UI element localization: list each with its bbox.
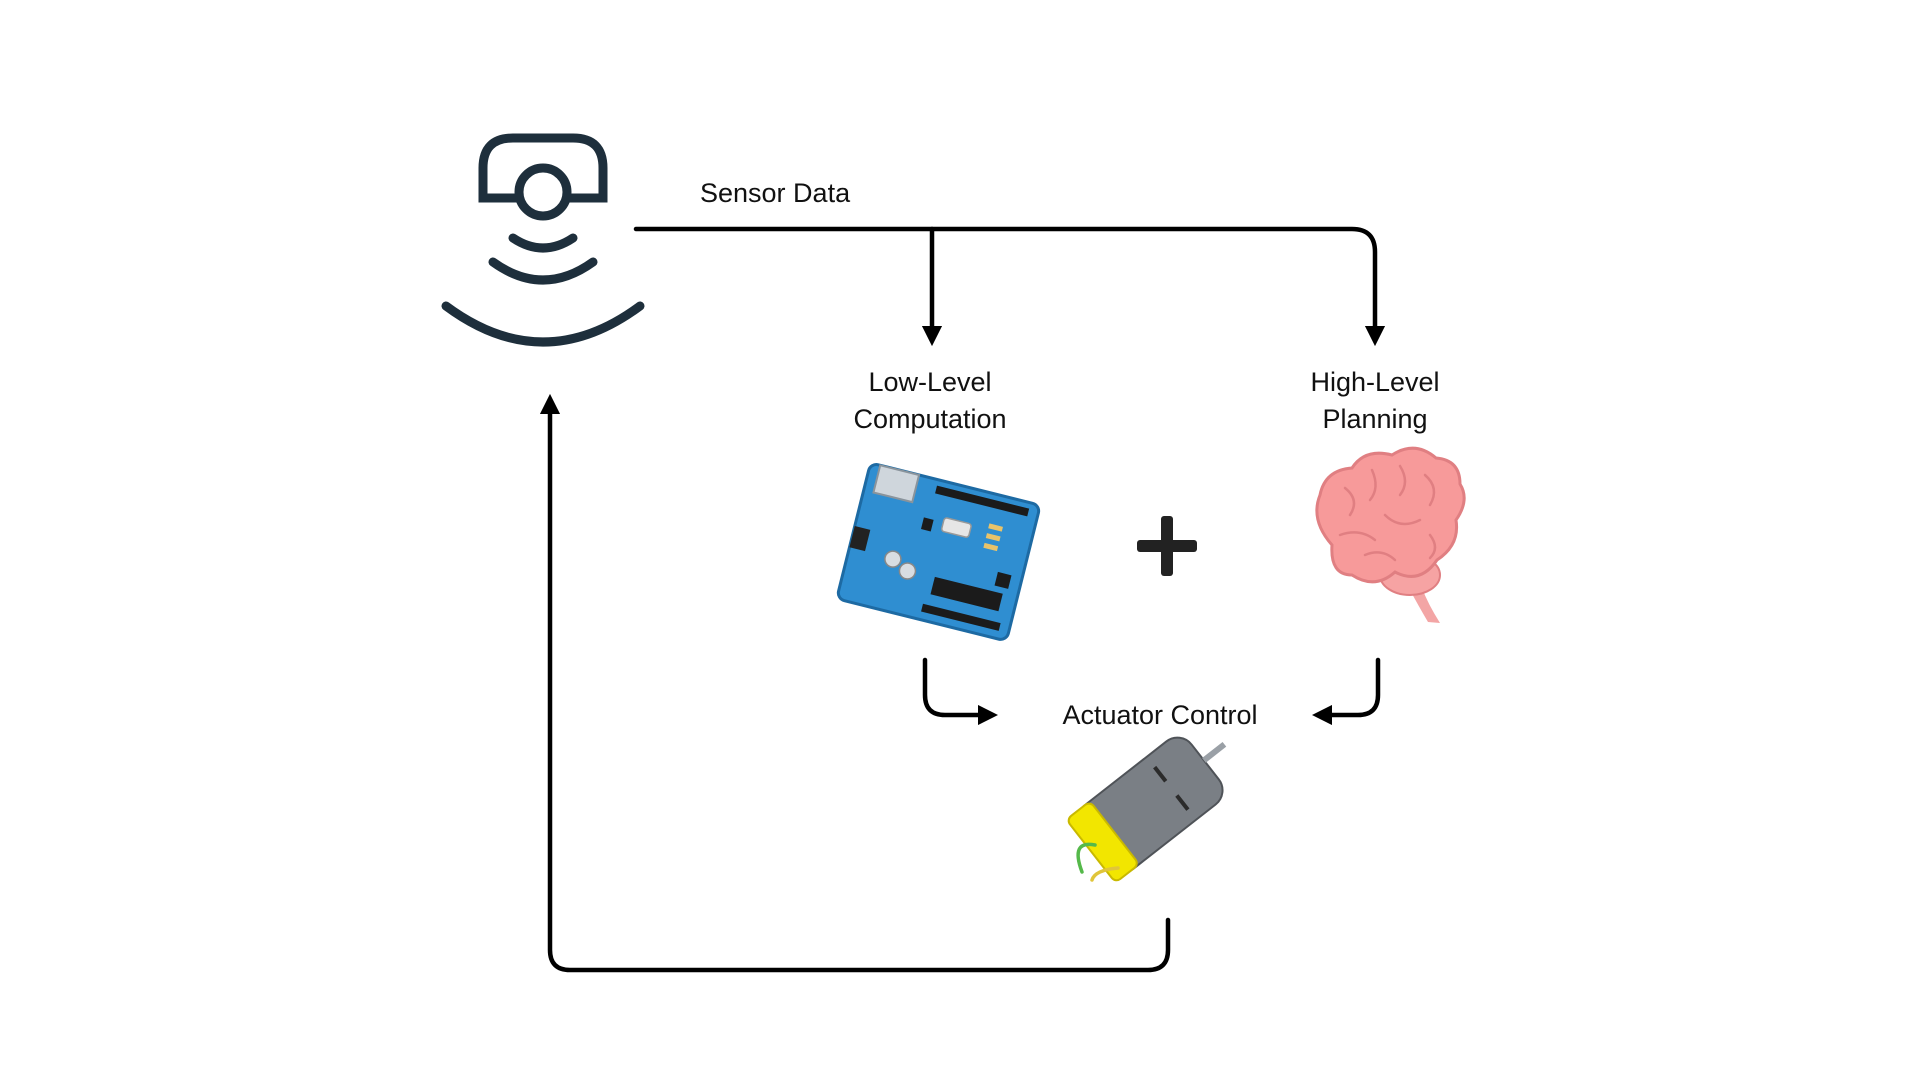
low-level-computation-label: Low-Level Computation	[820, 364, 1040, 438]
actuator-control-text: Actuator Control	[1062, 700, 1258, 730]
sensor-data-label: Sensor Data	[700, 175, 870, 212]
feedback-connector	[539, 393, 1171, 973]
to-actuator-connectors	[922, 657, 1381, 726]
dc-motor-icon	[1067, 736, 1227, 882]
low-level-line2: Computation	[853, 404, 1007, 434]
plus-icon	[1137, 516, 1197, 576]
low-level-line1: Low-Level	[868, 367, 992, 397]
actuator-control-label: Actuator Control	[1040, 697, 1280, 734]
sensor-data-connector	[633, 226, 1386, 347]
arduino-board-icon	[836, 463, 1041, 641]
sensor-icon	[441, 133, 645, 347]
high-level-line1: High-Level	[1310, 367, 1440, 397]
high-level-line2: Planning	[1322, 404, 1428, 434]
brain-icon	[1315, 446, 1466, 623]
high-level-planning-label: High-Level Planning	[1265, 364, 1485, 438]
motor-wires	[1076, 842, 1120, 882]
sensor-data-text: Sensor Data	[700, 178, 851, 208]
